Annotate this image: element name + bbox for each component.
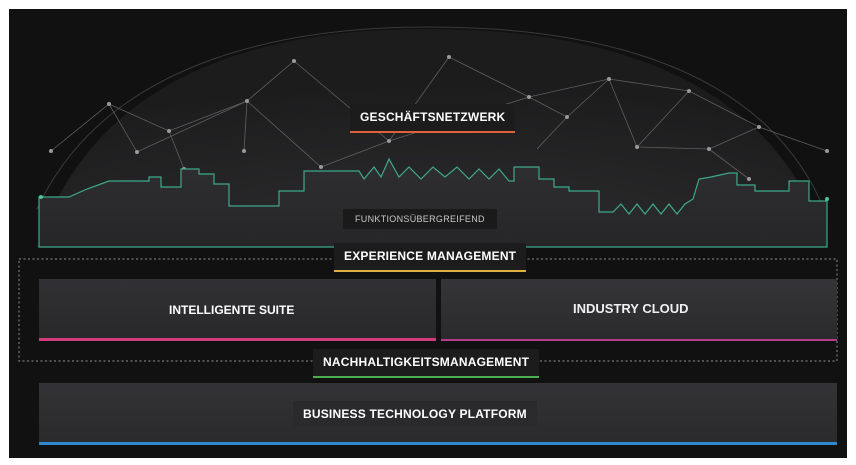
industry-cloud-label: INDUSTRY CLOUD	[573, 301, 689, 316]
business-network-label: GESCHÄFTSNETZWERK	[350, 104, 516, 133]
intelligent-suite-box	[39, 279, 436, 341]
cross-functional-label: FUNKTIONSÜBERGREIFEND	[343, 209, 497, 229]
diagram-canvas: INTELLIGENTE SUITE INDUSTRY CLOUD GESCHÄ…	[9, 9, 847, 458]
skyline-markers	[39, 195, 829, 201]
dome-edge	[36, 26, 825, 210]
network-dome	[37, 29, 827, 247]
city-skyline	[38, 157, 828, 248]
platform-accent	[39, 442, 837, 445]
experience-management-label: EXPERIENCE MANAGEMENT	[334, 243, 527, 272]
sustainability-management-text: NACHHALTIGKEITSMANAGEMENT	[323, 355, 530, 369]
industry-cloud-box	[441, 279, 837, 341]
industry-cloud-accent	[441, 339, 837, 341]
business-technology-platform-label: BUSINESS TECHNOLOGY PLATFORM	[293, 401, 537, 427]
diagram-background	[18, 26, 838, 362]
business-network-text: GESCHÄFTSNETZWERK	[360, 110, 506, 124]
experience-management-text: EXPERIENCE MANAGEMENT	[344, 249, 517, 263]
sustainability-management-label: NACHHALTIGKEITSMANAGEMENT	[313, 349, 540, 378]
intelligent-suite-label: INTELLIGENTE SUITE	[169, 303, 295, 317]
intelligent-suite-accent	[39, 338, 436, 341]
platform-box	[39, 383, 837, 445]
